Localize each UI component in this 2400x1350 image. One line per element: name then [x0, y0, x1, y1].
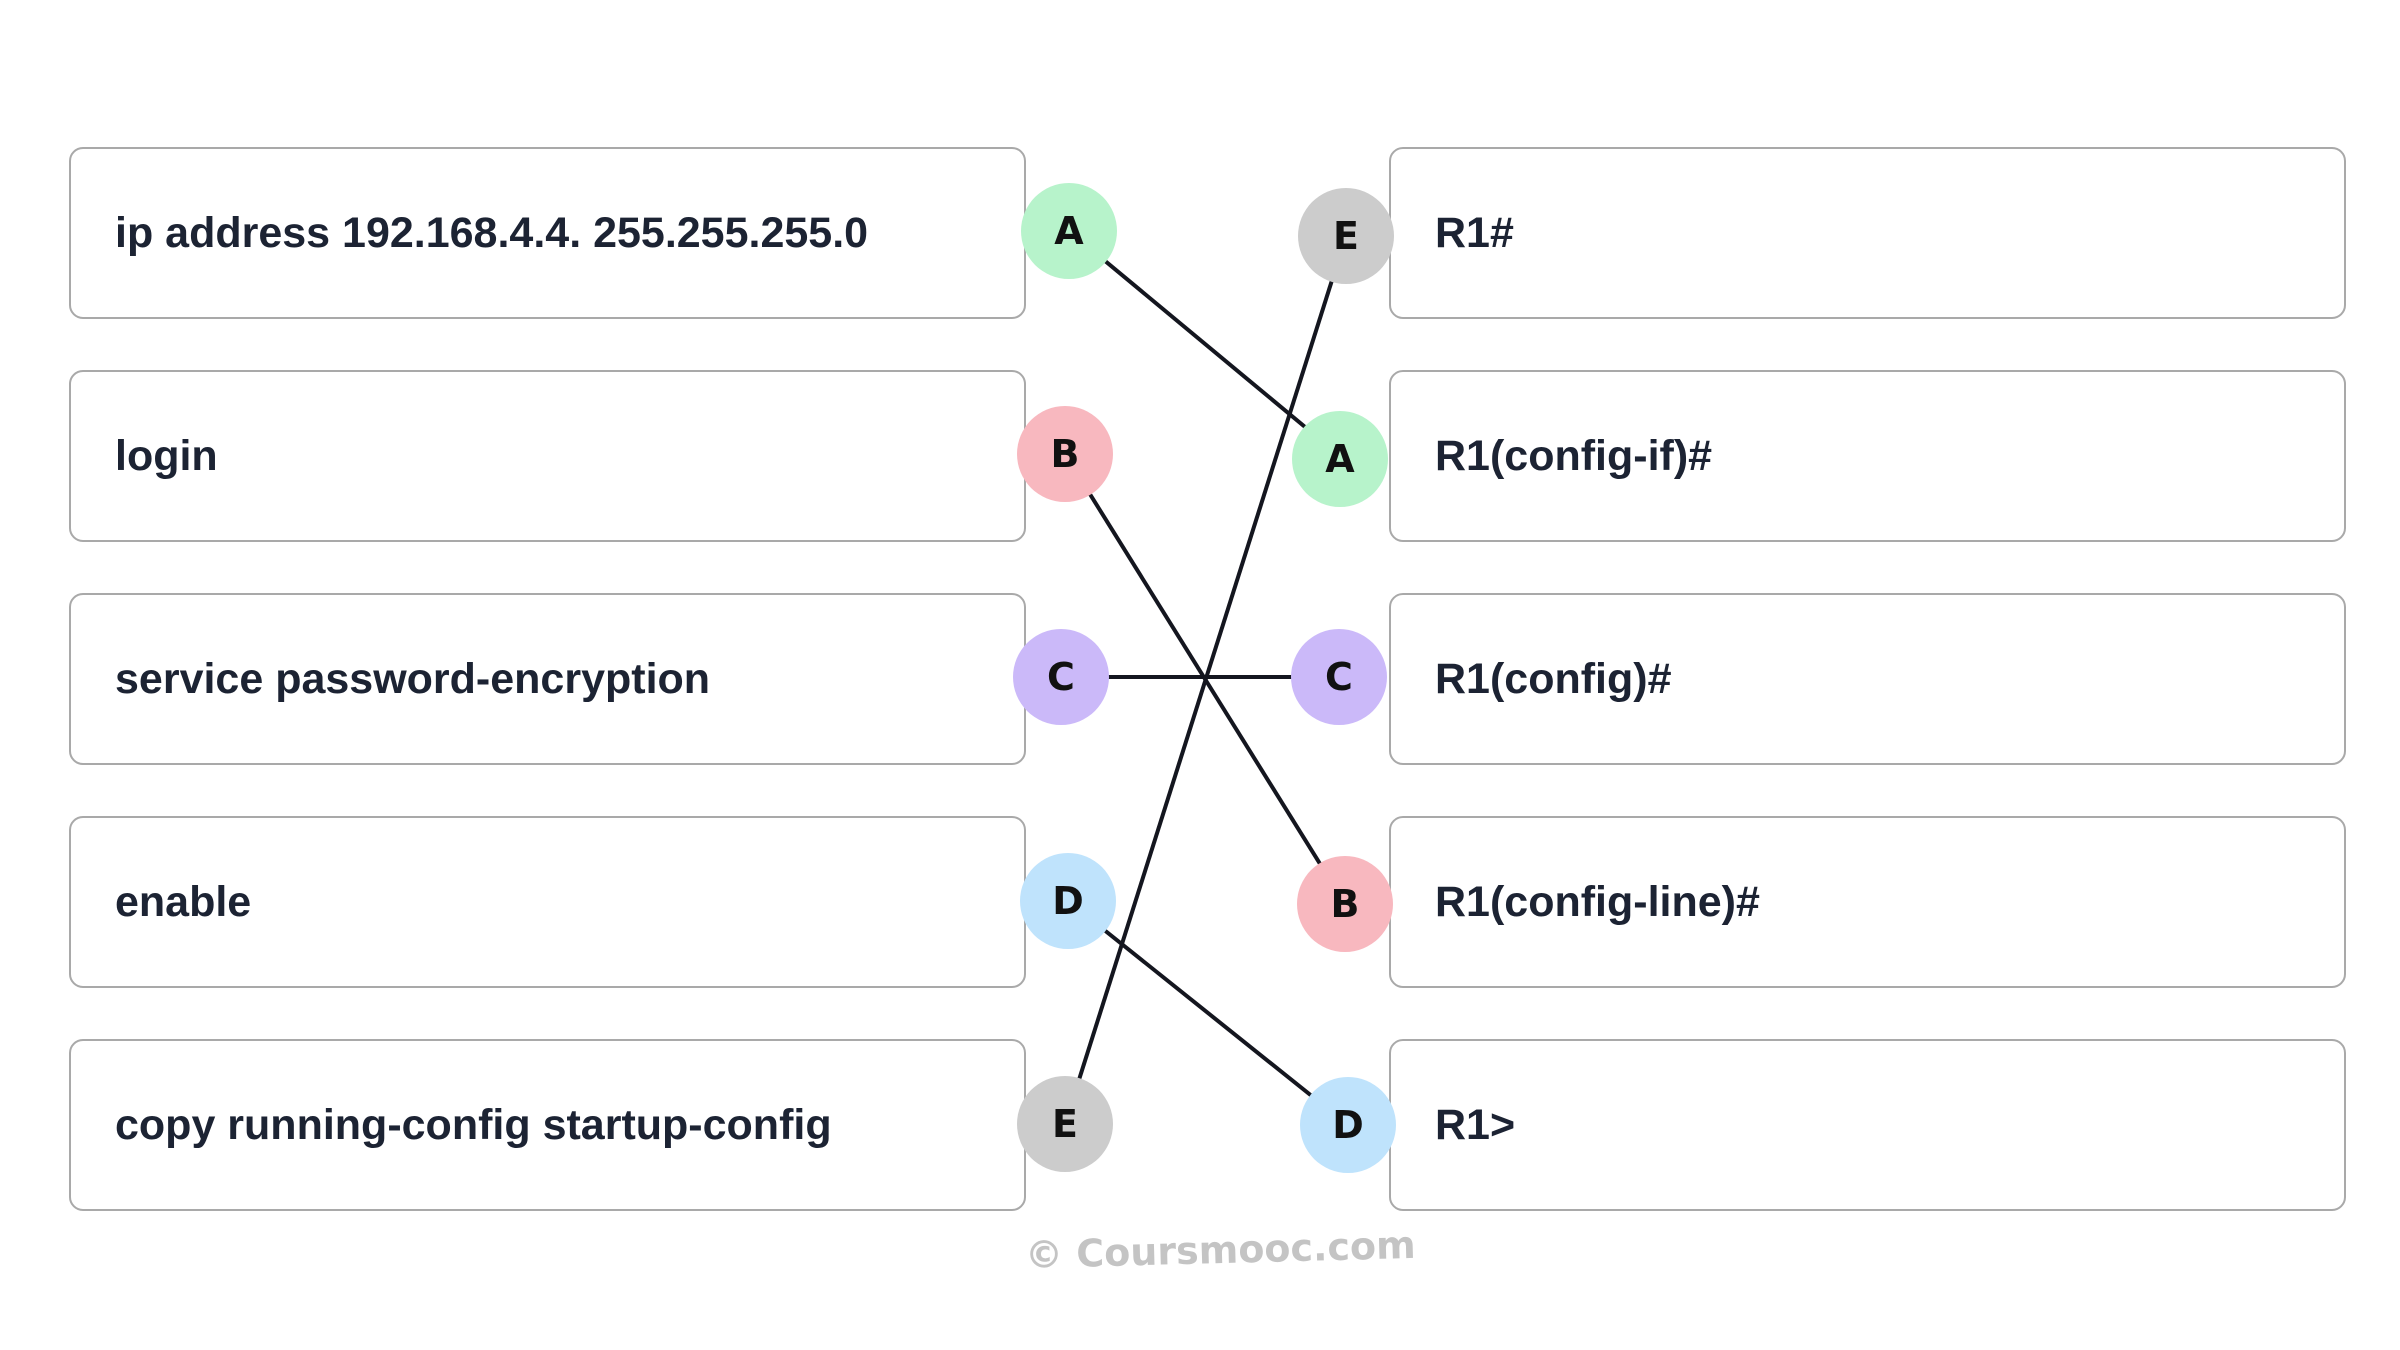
right-item-r1-config: R1(config)#: [1389, 593, 2346, 765]
right-item-label: R1(config-line)#: [1435, 877, 1760, 926]
left-item-service-password-encryption: service password-encryption: [69, 593, 1026, 765]
connector-line-a: [1067, 229, 1342, 458]
right-item-label: R1#: [1435, 208, 1514, 257]
watermark: © Coursmooc.com: [1024, 1222, 1417, 1278]
left-item-label: ip address 192.168.4.4. 255.255.255.0: [115, 208, 869, 257]
connector-line-d: [1066, 899, 1350, 1127]
left-marker-e[interactable]: E: [1017, 1076, 1113, 1172]
left-item-label: service password-encryption: [115, 654, 711, 703]
right-marker-a[interactable]: A: [1292, 411, 1388, 507]
marker-letter: E: [1333, 214, 1359, 258]
left-item-ip-address: ip address 192.168.4.4. 255.255.255.0: [69, 147, 1026, 319]
left-item-label: copy running-config startup-config: [115, 1100, 832, 1149]
marker-letter: C: [1047, 655, 1075, 699]
left-item-login: login: [69, 370, 1026, 542]
right-marker-b[interactable]: B: [1297, 856, 1393, 952]
right-item-r1-config-line: R1(config-line)#: [1389, 816, 2346, 988]
marker-letter: B: [1330, 882, 1360, 926]
left-item-label: enable: [115, 877, 252, 926]
left-item-copy-running-config: copy running-config startup-config: [69, 1039, 1026, 1211]
left-marker-a[interactable]: A: [1021, 183, 1117, 279]
left-marker-b[interactable]: B: [1017, 406, 1113, 502]
marker-letter: E: [1052, 1102, 1078, 1146]
left-item-label: login: [115, 431, 218, 480]
marker-letter: D: [1332, 1103, 1364, 1147]
right-marker-d[interactable]: D: [1300, 1077, 1396, 1173]
right-item-label: R1(config)#: [1435, 654, 1672, 703]
marker-letter: C: [1325, 655, 1353, 699]
marker-letter: A: [1054, 209, 1084, 253]
marker-letter: D: [1052, 879, 1084, 923]
right-item-r1-privileged: R1#: [1389, 147, 2346, 319]
right-item-label: R1(config-if)#: [1435, 431, 1713, 480]
left-marker-c[interactable]: C: [1013, 629, 1109, 725]
left-marker-d[interactable]: D: [1020, 853, 1116, 949]
marker-letter: B: [1050, 432, 1080, 476]
right-item-r1-config-if: R1(config-if)#: [1389, 370, 2346, 542]
right-marker-e[interactable]: E: [1298, 188, 1394, 284]
right-item-label: R1>: [1435, 1100, 1516, 1149]
right-item-r1-user: R1>: [1389, 1039, 2346, 1211]
left-item-enable: enable: [69, 816, 1026, 988]
marker-letter: A: [1325, 437, 1355, 481]
right-marker-c[interactable]: C: [1291, 629, 1387, 725]
